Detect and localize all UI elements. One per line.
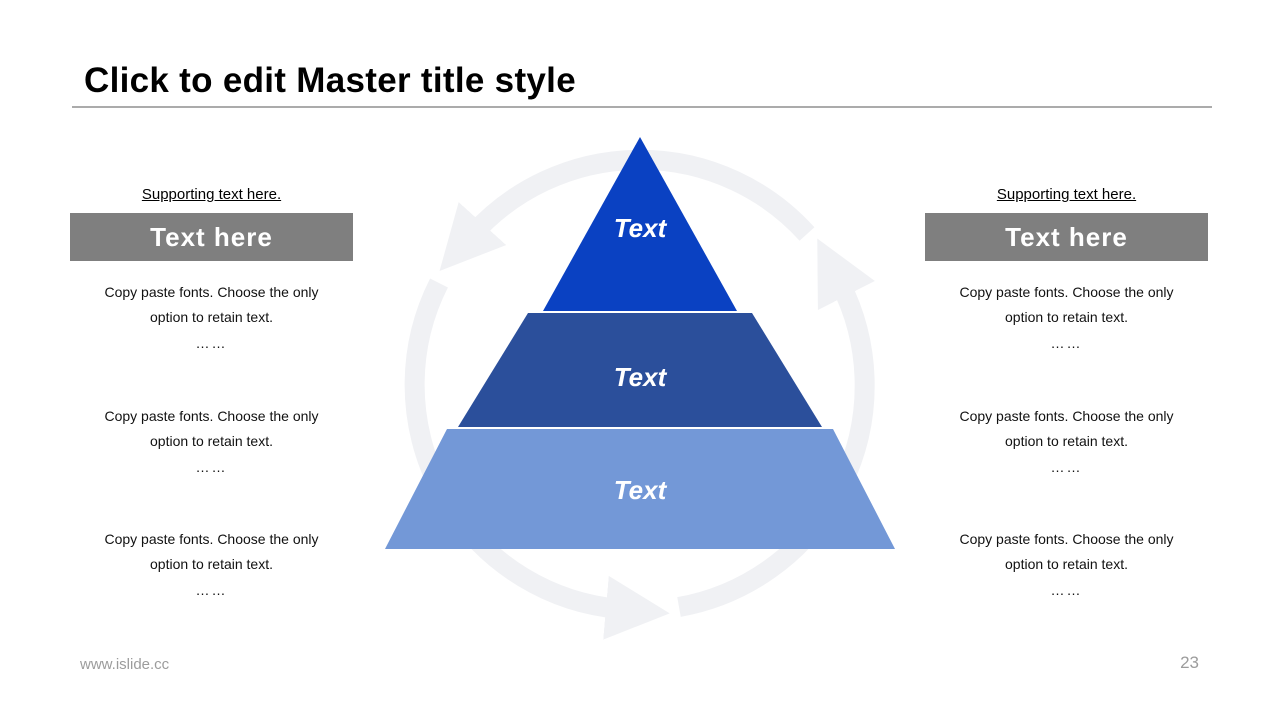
left-paragraph-1: Copy paste fonts. Choose the only option… [70, 280, 353, 357]
pyramid-level-middle [458, 313, 822, 427]
right-paragraph-1: Copy paste fonts. Choose the only option… [925, 280, 1208, 357]
paragraph-line: Copy paste fonts. Choose the only [104, 531, 319, 547]
right-panel: Supporting text here. Text here Copy pas… [925, 186, 1208, 616]
left-supporting-text: Supporting text here. [141, 186, 282, 203]
pyramid-level-middle-label: Text [614, 362, 668, 392]
paragraph-ellipsis: …… [1050, 335, 1083, 351]
right-paragraph-3: Copy paste fonts. Choose the only option… [925, 527, 1208, 604]
paragraph-ellipsis: …… [195, 582, 228, 598]
pyramid-level-top-label: Text [614, 213, 668, 243]
left-text-here-header: Text here [70, 213, 353, 261]
paragraph-line: Copy paste fonts. Choose the only [104, 408, 319, 424]
paragraph-line: Copy paste fonts. Choose the only [959, 408, 1174, 424]
left-panel: Supporting text here. Text here Copy pas… [70, 186, 353, 616]
right-text-here-header: Text here [925, 213, 1208, 261]
paragraph-line: option to retain text. [150, 309, 273, 325]
paragraph-ellipsis: …… [195, 335, 228, 351]
right-paragraph-2: Copy paste fonts. Choose the only option… [925, 404, 1208, 481]
slide-title: Click to edit Master title style [84, 61, 576, 100]
pyramid-level-bottom [385, 429, 895, 549]
paragraph-ellipsis: …… [1050, 459, 1083, 475]
footer-website: www.islide.cc [80, 656, 170, 673]
paragraph-line: Copy paste fonts. Choose the only [959, 284, 1174, 300]
left-paragraph-2: Copy paste fonts. Choose the only option… [70, 404, 353, 481]
pyramid-level-bottom-label: Text [614, 475, 668, 505]
paragraph-line: option to retain text. [1005, 433, 1128, 449]
paragraph-line: option to retain text. [1005, 556, 1128, 572]
paragraph-line: option to retain text. [1005, 309, 1128, 325]
paragraph-line: option to retain text. [150, 556, 273, 572]
paragraph-ellipsis: …… [1050, 582, 1083, 598]
pyramid-diagram: Text Text Text [385, 137, 895, 549]
pyramid-level-top [543, 137, 737, 311]
paragraph-line: option to retain text. [150, 433, 273, 449]
paragraph-line: Copy paste fonts. Choose the only [104, 284, 319, 300]
footer-page-number: 23 [1180, 653, 1199, 672]
paragraph-ellipsis: …… [195, 459, 228, 475]
right-supporting-text: Supporting text here. [996, 186, 1137, 203]
title-divider [72, 106, 1212, 108]
paragraph-line: Copy paste fonts. Choose the only [959, 531, 1174, 547]
left-paragraph-3: Copy paste fonts. Choose the only option… [70, 527, 353, 604]
